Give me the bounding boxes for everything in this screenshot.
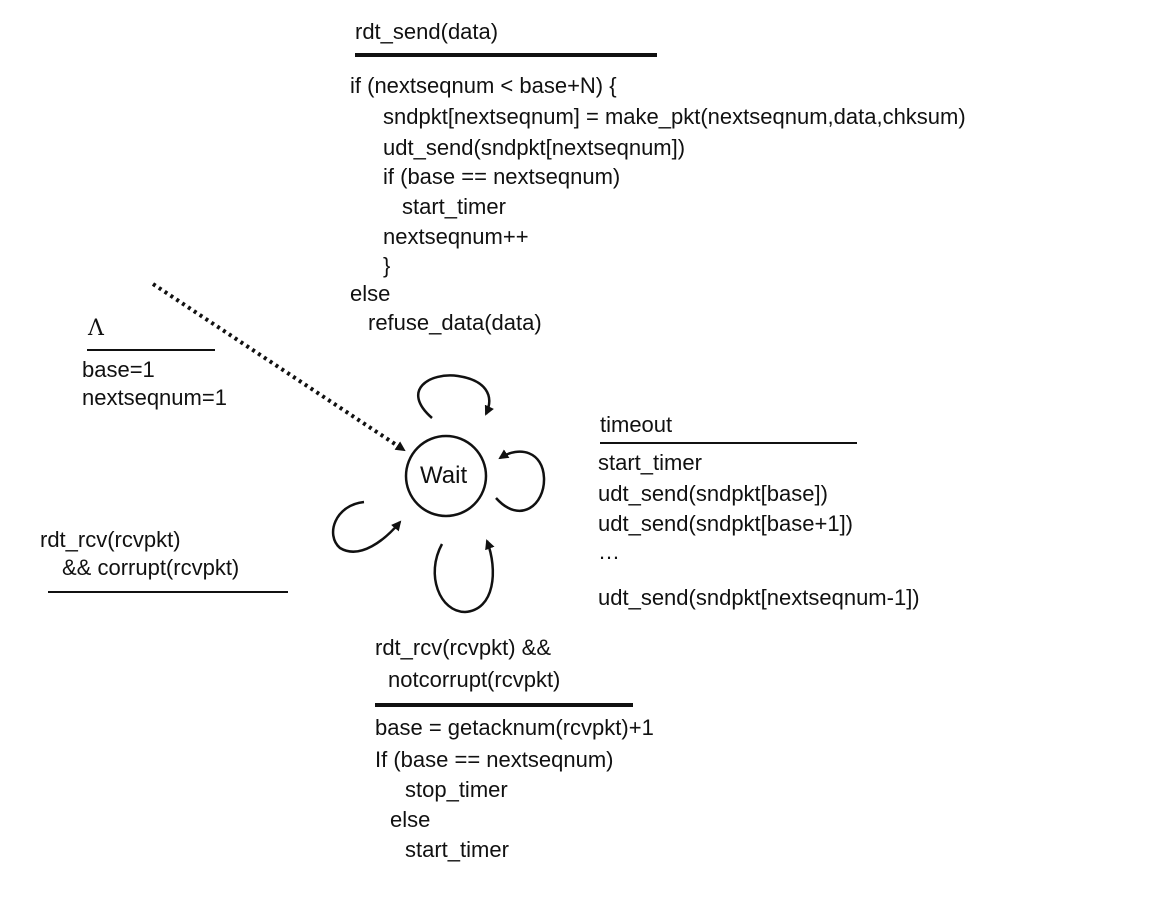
timeout-event: timeout: [600, 412, 673, 437]
send-action: else: [350, 281, 391, 306]
self-loop-right: [495, 449, 546, 512]
self-loop-bottom: [433, 539, 495, 614]
send-action: }: [383, 253, 391, 278]
wait-state-circle: [404, 434, 488, 518]
send-action: nextseqnum++: [383, 224, 529, 249]
send-action: if (nextseqnum < base+N) {: [350, 73, 617, 98]
corrupt-event: && corrupt(rcvpkt): [62, 555, 240, 580]
wait-state-label: Wait: [420, 462, 468, 489]
ack-action: start_timer: [405, 837, 509, 862]
ack-action: else: [390, 807, 431, 832]
timeout-action: udt_send(sndpkt[base]): [598, 481, 828, 506]
ack-action: stop_timer: [405, 777, 508, 802]
init-action: nextseqnum=1: [82, 385, 227, 410]
send-action: start_timer: [402, 194, 506, 219]
send-action: sndpkt[nextseqnum] = make_pkt(nextseqnum…: [383, 104, 966, 129]
timeout-action: …: [598, 539, 620, 564]
self-loop-top: [417, 374, 494, 419]
initial-transition-arrow: [151, 282, 406, 452]
send-action: if (base == nextseqnum): [383, 164, 621, 189]
init-event-lambda: Λ: [88, 316, 104, 341]
timeout-action: udt_send(sndpkt[base+1]): [598, 511, 854, 536]
send-action: udt_send(sndpkt[nextseqnum]): [383, 135, 686, 160]
timeout-action: udt_send(sndpkt[nextseqnum-1]): [598, 585, 920, 610]
ack-event: rdt_rcv(rcvpkt) &&: [375, 635, 552, 660]
init-action: base=1: [82, 357, 155, 382]
ack-event: notcorrupt(rcvpkt): [388, 667, 561, 692]
send-event: rdt_send(data): [355, 19, 499, 44]
send-action: refuse_data(data): [368, 310, 542, 335]
self-loop-left: [331, 500, 402, 553]
timeout-action: start_timer: [598, 450, 702, 475]
ack-action: If (base == nextseqnum): [375, 747, 614, 772]
ack-action: base = getacknum(rcvpkt)+1: [375, 715, 654, 740]
corrupt-event: rdt_rcv(rcvpkt): [40, 527, 181, 552]
